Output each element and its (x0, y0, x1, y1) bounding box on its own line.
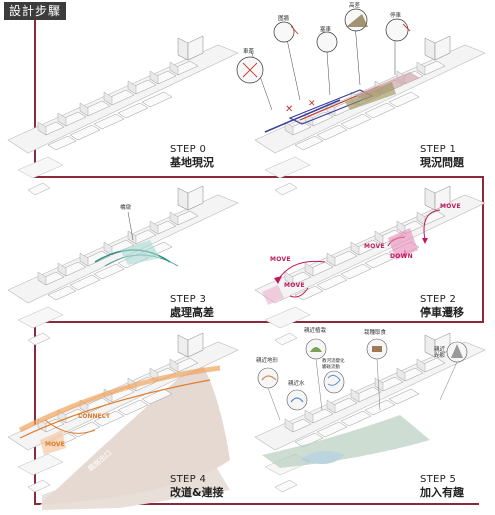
river-note-2: 觸碰流動 (322, 365, 340, 370)
bridge-pier-annotation: 橋墩 (120, 205, 132, 211)
water-annotation: 親近水 (288, 381, 305, 387)
move-label-left: MOVE (270, 256, 291, 263)
step4-move-label: MOVE (45, 441, 65, 448)
step2-name: 停車遷移 (420, 306, 464, 319)
step2-3-connector (482, 176, 484, 321)
step2-label: STEP 2 停車遷移 (420, 294, 464, 319)
page-title: 設計步驟 (4, 2, 66, 20)
terrain-annotation: 親近地形 (256, 358, 279, 364)
move-label-top: MOVE (440, 203, 461, 210)
water-icon (286, 389, 308, 411)
step4-number: STEP 4 (170, 474, 207, 485)
svg-text:✕: ✕ (308, 99, 316, 109)
step0-site-model (7, 35, 239, 196)
step0-1-connector (34, 18, 36, 178)
parking-annotation: 停車 (390, 13, 402, 19)
walkway-icon (273, 21, 295, 43)
parking-icon (385, 18, 409, 42)
step5-green (262, 415, 430, 468)
walkway-annotation: 圍牆 (278, 16, 290, 22)
step3-name: 處理高差 (170, 306, 214, 319)
move-label-bottom: MOVE (284, 282, 305, 289)
step5-number: STEP 5 (420, 474, 457, 485)
move-label-mid: MOVE (364, 243, 385, 250)
terrain-icon (257, 367, 279, 389)
step0-name: 基地現況 (170, 156, 214, 169)
car-lane-annotation: 車道 (243, 49, 255, 55)
farm-annotation: 栽種取食 (364, 330, 387, 336)
step0-number: STEP 0 (170, 144, 207, 155)
step3-bridge (94, 211, 179, 267)
congestion-icon (316, 31, 338, 53)
down-label: DOWN (390, 253, 413, 260)
step4-name: 改道&連接 (170, 486, 224, 499)
svg-text:✕: ✕ (285, 104, 293, 115)
step3-number: STEP 3 (170, 294, 207, 305)
step4-5-connector (34, 321, 36, 504)
congestion-annotation: 塞車 (320, 27, 332, 33)
light-annotation: 親近光影 (434, 347, 446, 359)
connect-label: CONNECT (78, 413, 111, 420)
step1-2-connector (34, 176, 484, 178)
step4-site-model (7, 332, 239, 510)
plants-annotation: 親近植栽 (304, 328, 327, 334)
step2-number: STEP 2 (420, 294, 457, 305)
river-note-1: 教河流變化 (322, 359, 345, 364)
river-icon (323, 370, 345, 394)
step3-4-connector (34, 321, 484, 323)
step5-name: 加入有趣 (420, 486, 464, 499)
height-diff-annotation: 高差 (349, 3, 361, 9)
step1-label: STEP 1 現況問題 (420, 144, 464, 169)
step5-label: STEP 5 加入有趣 (420, 474, 464, 499)
step4-label: STEP 4 改道&連接 (170, 474, 224, 499)
step2-moves (262, 209, 441, 305)
step1-site-model (254, 35, 486, 196)
step1-number: STEP 1 (420, 144, 457, 155)
step1-name: 現況問題 (420, 156, 464, 169)
step3-label: STEP 3 處理高差 (170, 294, 214, 319)
step0-label: STEP 0 基地現況 (170, 144, 214, 169)
step1-icons (236, 8, 409, 84)
step5-end-connector (34, 503, 479, 505)
